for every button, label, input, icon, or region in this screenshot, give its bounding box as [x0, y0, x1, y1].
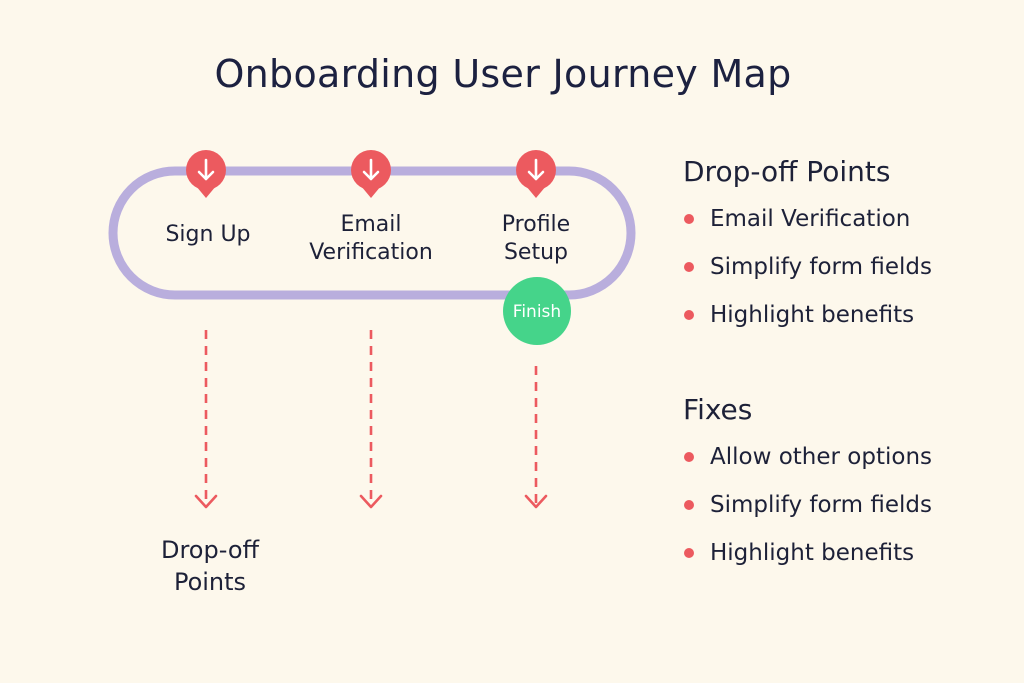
- list-item-label: Email Verification: [710, 206, 911, 232]
- list-item: Email Verification: [683, 195, 1013, 243]
- list-item: Highlight benefits: [683, 291, 1013, 339]
- stage-marker-sign-up-icon: [186, 150, 226, 198]
- fixes-heading: Fixes: [683, 393, 753, 426]
- list-item: Simplify form fields: [683, 481, 1013, 529]
- page-title: Onboarding User Journey Map: [214, 52, 792, 96]
- list-item-label: Simplify form fields: [710, 254, 932, 280]
- stage-label-sign-up: Sign Up: [123, 221, 293, 249]
- stage-label-line: Profile: [501, 212, 571, 237]
- list-item-label: Highlight benefits: [710, 540, 915, 566]
- bullet-icon: [684, 262, 694, 272]
- list-item-label: Simplify form fields: [710, 492, 932, 518]
- dropoff-caption-line: Points: [173, 568, 247, 596]
- dropoff-points-heading: Drop-off Points: [683, 155, 891, 188]
- dropoff-arrow-profile-setup-icon: [524, 366, 548, 509]
- dropoff-arrow-sign-up-icon: [194, 330, 218, 509]
- stage-label-profile-setup: Profile Setup: [451, 211, 621, 267]
- stage-label-line: Verification: [309, 240, 433, 265]
- list-item: Simplify form fields: [683, 243, 1013, 291]
- fixes-panel: Fixes Allow other options Simplify form …: [683, 393, 1013, 577]
- bullet-icon: [684, 500, 694, 510]
- stage-marker-profile-setup-icon: [516, 150, 556, 198]
- stage-label-line: Email: [340, 212, 402, 237]
- stage-label-email-verification: Email Verification: [286, 211, 456, 267]
- bullet-icon: [684, 214, 694, 224]
- list-item: Highlight benefits: [683, 529, 1013, 577]
- dropoff-points-list: Email Verification Simplify form fields …: [683, 195, 1013, 339]
- list-item-label: Highlight benefits: [710, 302, 915, 328]
- bullet-icon: [684, 548, 694, 558]
- stage-label-line: Sign Up: [165, 222, 251, 247]
- stage-label-line: Setup: [503, 240, 569, 265]
- bullet-icon: [684, 310, 694, 320]
- dropoff-arrow-email-verification-icon: [359, 330, 383, 509]
- list-item: Allow other options: [683, 433, 1013, 481]
- list-item-label: Allow other options: [710, 444, 933, 470]
- finish-node: [503, 277, 571, 345]
- dropoff-caption: Drop-off Points: [130, 534, 290, 598]
- stage-marker-email-verification-icon: [351, 150, 391, 198]
- bullet-icon: [684, 452, 694, 462]
- dropoff-points-panel: Drop-off Points Email Verification Simpl…: [683, 155, 1013, 339]
- finish-label: Finish: [512, 302, 562, 322]
- fixes-list: Allow other options Simplify form fields…: [683, 433, 1013, 577]
- dropoff-caption-line: Drop-off: [160, 536, 260, 564]
